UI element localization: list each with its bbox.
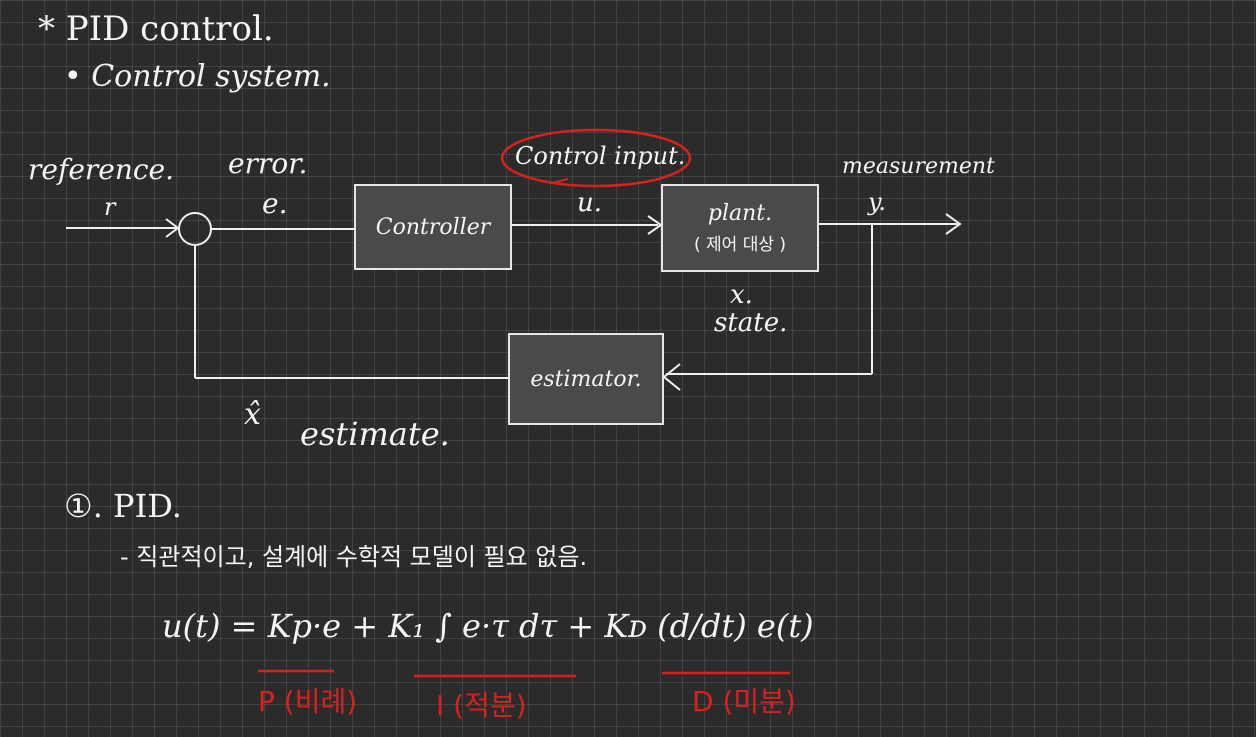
state-symbol: x. — [730, 280, 753, 310]
reference-symbol: r — [104, 193, 116, 221]
plant-label: plant. — [707, 201, 773, 226]
control-input-label: Control input. — [515, 142, 686, 170]
controller-block: Controller — [354, 184, 512, 270]
pid-equation: u(t) = Kp·e + K₁ ∫ e·τ dτ + Kᴅ (d/dt) e(… — [162, 607, 814, 645]
pid-heading: ①. PID. — [64, 487, 182, 525]
estimate-symbol: x̂ — [244, 397, 261, 432]
plant-block: plant. ( 제어 대상 ) — [661, 184, 819, 272]
plant-note: ( 제어 대상 ) — [693, 235, 787, 255]
reference-label: reference. — [28, 153, 175, 186]
d-term-label: D (미분) — [692, 685, 796, 718]
estimate-label: estimate. — [300, 415, 450, 453]
control-input-symbol: u. — [577, 188, 603, 218]
section-subtitle: • Control system. — [64, 59, 331, 94]
pid-note: - 직관적이고, 설계에 수학적 모델이 필요 없음. — [120, 543, 588, 571]
measurement-symbol: y. — [868, 188, 886, 216]
summing-junction — [178, 212, 212, 246]
page-title: * PID control. — [38, 9, 274, 49]
error-label: error. — [228, 147, 308, 180]
estimator-block: estimator. — [508, 333, 664, 425]
measurement-label: measurement — [842, 154, 995, 179]
i-term-label: I (적분) — [436, 689, 527, 722]
state-label: state. — [714, 308, 788, 338]
p-term-label: P (비례) — [258, 685, 358, 718]
error-symbol: e. — [262, 187, 288, 220]
